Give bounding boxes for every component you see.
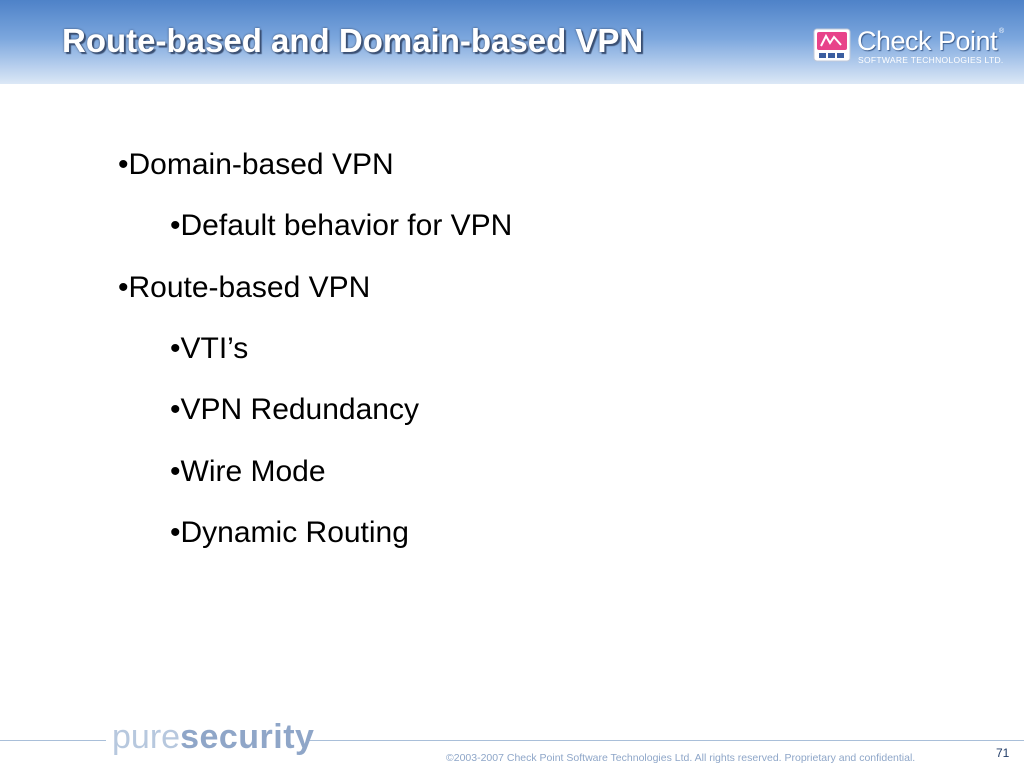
footer-line-right (308, 740, 1024, 741)
bullet-item-level-2: •Default behavior for VPN (170, 209, 513, 242)
checkpoint-emblem-icon (813, 28, 851, 62)
copyright-text: ©2003-2007 Check Point Software Technolo… (446, 752, 916, 764)
bullet-item-level-1: •Route-based VPN (118, 271, 371, 304)
bullet-item-level-2: •Dynamic Routing (170, 516, 409, 549)
puresecurity-brand: puresecurity (112, 718, 314, 757)
bullet-item-level-2: •VTI’s (170, 332, 249, 365)
slide-header: Route-based and Domain-based VPN Check P… (0, 0, 1024, 84)
logo-trademark: ® (999, 28, 1005, 35)
brand-security: security (180, 718, 315, 756)
logo-name: Check Point (857, 26, 998, 56)
footer-line-left (0, 740, 106, 741)
brand-pure: pure (112, 718, 181, 756)
page-number: 71 (996, 746, 1010, 760)
slide-title: Route-based and Domain-based VPN (62, 22, 644, 59)
bullet-item-level-1: •Domain-based VPN (118, 148, 394, 181)
bullet-item-level-2: •Wire Mode (170, 455, 326, 488)
bullet-item-level-2: •VPN Redundancy (170, 393, 419, 426)
checkpoint-logo: Check Point ® SOFTWARE TECHNOLOGIES LTD. (813, 26, 1013, 70)
logo-subtitle: SOFTWARE TECHNOLOGIES LTD. (858, 55, 1004, 65)
